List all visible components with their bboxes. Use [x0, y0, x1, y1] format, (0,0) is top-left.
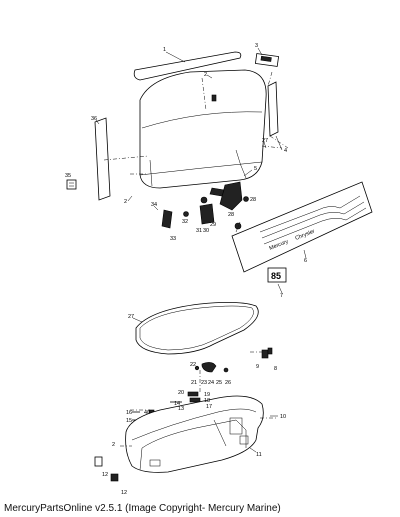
callout: 31: [196, 228, 202, 234]
callout: 34: [151, 202, 157, 208]
clips: [94, 456, 119, 482]
callout: 27: [128, 314, 134, 320]
leader-lines: [95, 47, 307, 453]
callout: 1: [163, 47, 166, 53]
callout: 14: [174, 401, 180, 407]
model-number-plate: 85: [267, 267, 287, 283]
small-decal: [66, 179, 77, 190]
callout: 6: [304, 258, 307, 264]
lower-latch-hardware: [194, 347, 273, 373]
callout: 4: [284, 148, 287, 154]
callout: 26: [225, 380, 231, 386]
callout: 3: [255, 43, 258, 49]
callout: 23: [201, 380, 207, 386]
callout: 28: [250, 197, 256, 203]
callout: 35: [65, 173, 71, 179]
callout: 25: [216, 380, 222, 386]
parts-diagram: Mercury Chrysler 85: [65, 43, 373, 496]
callout: 33: [170, 236, 176, 242]
top-cowl: [139, 69, 267, 189]
callout: 40: [144, 410, 150, 416]
callout-labels: 1 3 2 4 36 27 5 35 2 34 33 32 30 29 28 3…: [65, 43, 307, 496]
callout: 18: [204, 398, 210, 404]
latch-mechanism: [161, 181, 249, 230]
callout: 27: [262, 138, 268, 144]
callout: 21: [191, 380, 197, 386]
top-trim-strip: [133, 51, 242, 81]
callout: 32: [182, 219, 188, 225]
bottom-cowl: [125, 395, 264, 473]
callout: 29: [210, 222, 216, 228]
side-bracket: [267, 81, 279, 137]
callout: 10: [280, 414, 286, 420]
callout: 9: [256, 364, 259, 370]
callout: 11: [256, 452, 262, 458]
callout: 12: [102, 472, 108, 478]
callout: 2: [112, 442, 115, 448]
callout: 7: [280, 293, 283, 299]
cowl-decal-band: Mercury Chrysler: [231, 181, 373, 273]
callout: 5: [254, 166, 257, 172]
cowl-seal: [135, 302, 259, 355]
callout: 28: [228, 212, 234, 218]
copyright-caption: MercuryPartsOnline v2.5.1 (Image Copyrig…: [4, 503, 281, 514]
callout: 13: [178, 406, 184, 412]
callout: 24: [208, 380, 214, 386]
side-panel: [94, 117, 111, 201]
callout: 8: [274, 366, 277, 372]
callout: 30: [203, 228, 209, 234]
callout: 2: [124, 199, 127, 205]
callout: 2: [204, 72, 207, 78]
callout: 20: [178, 390, 184, 396]
callout: 22: [190, 362, 196, 368]
callout: 15: [126, 418, 132, 424]
callout: 16: [126, 410, 132, 416]
callout: 12: [121, 490, 127, 496]
svg-text:85: 85: [271, 271, 281, 281]
callout: 17: [206, 404, 212, 410]
latch-part: [254, 53, 280, 67]
callout: 36: [91, 116, 97, 122]
callout: 19: [204, 392, 210, 398]
